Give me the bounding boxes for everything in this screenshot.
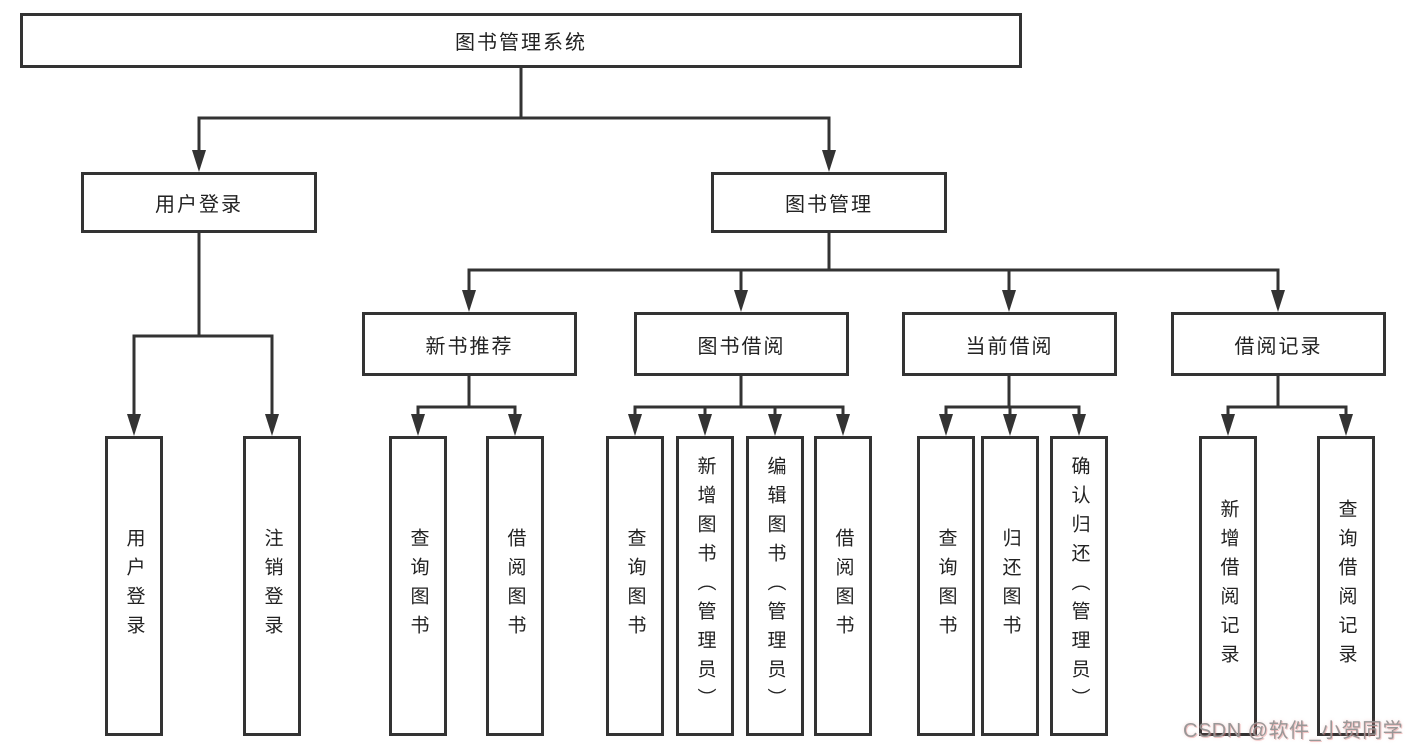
arrowhead-icon (1003, 414, 1017, 436)
connector-records-to-leaves (1226, 376, 1348, 416)
leaf-confirm-return-admin: 确认归还（管理员） (1050, 436, 1108, 736)
arrowhead-icon (698, 414, 712, 436)
arrowhead-icon (1221, 414, 1235, 436)
arrowhead-icon (768, 414, 782, 436)
node-section-borrow-records-label: 借阅记录 (1234, 335, 1323, 358)
leaf-query-borrow-record: 查询借阅记录 (1317, 436, 1375, 736)
connector-userlogin-to-leaves (132, 233, 274, 416)
leaf-add-borrow-record: 新增借阅记录 (1199, 436, 1257, 736)
connector-newbooks-to-leaves (416, 376, 517, 416)
leaf-query-books-borrow: 查询图书 (606, 436, 664, 736)
node-system-root-label: 图书管理系统 (455, 32, 587, 54)
leaf-add-books-admin: 新增图书（管理员） (676, 436, 734, 736)
csdn-watermark: CSDN @软件_小贺同学 (1183, 720, 1404, 742)
arrowhead-icon (1072, 414, 1086, 436)
leaf-label: 归还图书 (999, 528, 1021, 644)
leaf-label: 借阅图书 (504, 528, 526, 644)
arrowhead-icon (192, 150, 206, 172)
leaf-query-books-current: 查询图书 (917, 436, 975, 736)
node-user-login-branch: 用户登录 (81, 172, 317, 233)
arrowhead-icon (265, 414, 279, 436)
arrowhead-icon (939, 414, 953, 436)
connector-root-to-level2 (197, 68, 831, 152)
node-user-login-branch-label: 用户登录 (155, 194, 243, 216)
leaf-label: 新增借阅记录 (1217, 499, 1239, 673)
node-book-mgmt-branch: 图书管理 (711, 172, 947, 233)
arrowhead-icon (127, 414, 141, 436)
node-section-borrow-records: 借阅记录 (1171, 312, 1386, 376)
leaf-label: 查询图书 (624, 528, 646, 644)
connector-current-to-leaves (944, 376, 1081, 416)
arrowhead-icon (822, 150, 836, 172)
node-section-new-books-label: 新书推荐 (425, 335, 514, 358)
leaf-user-login: 用户登录 (105, 436, 163, 736)
leaf-label: 查询图书 (935, 528, 957, 644)
node-book-mgmt-branch-label: 图书管理 (785, 194, 873, 216)
connector-bookmgmt-to-sections (467, 233, 1280, 292)
arrowhead-icon (462, 290, 476, 312)
arrowhead-icon (628, 414, 642, 436)
node-section-book-borrow-label: 图书借阅 (697, 335, 786, 358)
arrowhead-icon (734, 290, 748, 312)
leaf-label: 确认归还（管理员） (1068, 455, 1090, 717)
node-section-new-books: 新书推荐 (362, 312, 577, 376)
leaf-label: 新增图书（管理员） (694, 455, 716, 717)
leaf-borrow-books-newbooks: 借阅图书 (486, 436, 544, 736)
leaf-label: 编辑图书（管理员） (764, 455, 786, 717)
node-section-current-borrow-label: 当前借阅 (965, 335, 1054, 358)
node-system-root: 图书管理系统 (20, 13, 1022, 68)
node-section-book-borrow: 图书借阅 (634, 312, 849, 376)
leaf-label: 查询图书 (407, 528, 429, 644)
leaf-borrow-books: 借阅图书 (814, 436, 872, 736)
leaf-return-books: 归还图书 (981, 436, 1039, 736)
leaf-user-login-label: 用户登录 (123, 528, 145, 644)
arrowhead-icon (508, 414, 522, 436)
arrowhead-icon (1271, 290, 1285, 312)
leaf-logout-login-label: 注销登录 (261, 528, 283, 644)
leaf-edit-books-admin: 编辑图书（管理员） (746, 436, 804, 736)
leaf-query-books-newbooks: 查询图书 (389, 436, 447, 736)
connector-borrowmod-to-leaves (633, 376, 845, 416)
node-section-current-borrow: 当前借阅 (902, 312, 1117, 376)
arrowhead-icon (1002, 290, 1016, 312)
leaf-label: 查询借阅记录 (1335, 499, 1357, 673)
leaf-label: 借阅图书 (832, 528, 854, 644)
arrowhead-icon (836, 414, 850, 436)
arrowhead-icon (1339, 414, 1353, 436)
arrowhead-icon (411, 414, 425, 436)
leaf-logout-login: 注销登录 (243, 436, 301, 736)
